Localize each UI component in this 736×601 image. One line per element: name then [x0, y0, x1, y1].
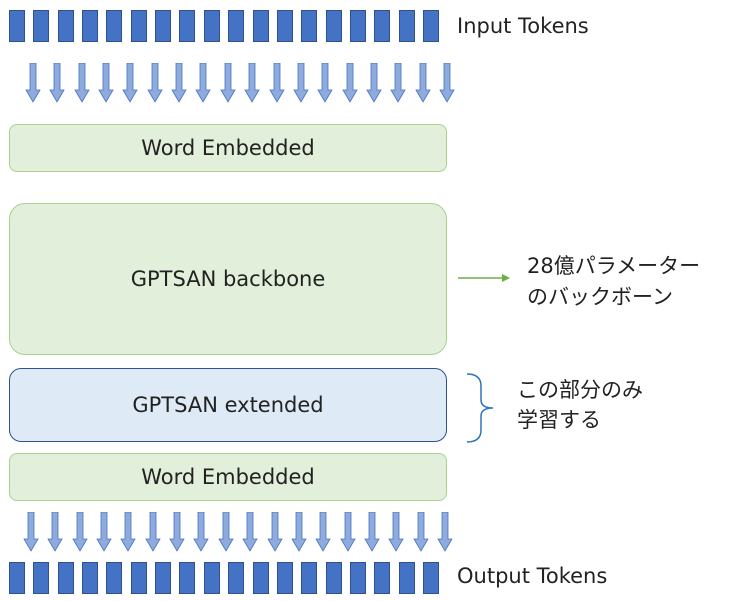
output-token-row: [9, 562, 439, 594]
input-token: [374, 10, 391, 42]
word-embedded-top-box: Word Embedded: [9, 124, 447, 172]
gptsan-backbone-label: GPTSAN backbone: [130, 267, 326, 291]
extended-note-line2: 学習する: [517, 408, 601, 432]
output-down-arrow-icon: [120, 512, 137, 552]
output-down-arrow-icon: [169, 512, 185, 552]
output-token: [252, 562, 269, 594]
output-token: [33, 562, 50, 594]
input-token: [33, 10, 50, 42]
input-token: [57, 10, 74, 42]
gptsan-extended-box: GPTSAN extended: [9, 368, 447, 442]
input-down-arrow-icon: [122, 63, 139, 103]
input-down-arrow-icon: [439, 63, 455, 103]
input-down-arrow-icon: [220, 63, 236, 103]
output-token: [155, 562, 172, 594]
input-token: [179, 10, 196, 42]
input-down-arrow-icon: [171, 63, 187, 103]
input-token: [252, 10, 269, 42]
input-token: [82, 10, 99, 42]
output-down-arrow-icon: [72, 512, 88, 552]
input-down-arrow-icon: [49, 63, 66, 103]
input-down-arrow-icon: [293, 63, 309, 103]
input-down-arrow-icon: [390, 63, 406, 103]
word-embedded-bottom-label: Word Embedded: [141, 465, 315, 489]
output-token: [398, 562, 415, 594]
input-down-arrow-icon: [98, 63, 114, 103]
output-down-arrow-icon: [23, 512, 39, 552]
output-down-arrow-icon: [315, 512, 331, 552]
output-token: [228, 562, 245, 594]
output-tokens-label: Output Tokens: [457, 564, 608, 588]
word-embedded-top-label: Word Embedded: [141, 136, 315, 160]
input-token: [203, 10, 220, 42]
input-token: [130, 10, 147, 42]
output-down-arrow-icon: [291, 512, 307, 552]
input-down-arrow-icon: [195, 63, 212, 103]
input-token: [228, 10, 245, 42]
input-tokens-label: Input Tokens: [457, 14, 589, 38]
input-token: [349, 10, 366, 42]
output-token: [349, 562, 366, 594]
input-token: [106, 10, 123, 42]
input-down-arrow-icon: [317, 63, 333, 103]
input-down-arrow-icon: [414, 63, 431, 103]
backbone-note-line1: 28億パラメーター: [527, 254, 701, 278]
output-down-arrow-icon: [412, 512, 429, 552]
word-embedded-bottom-box: Word Embedded: [9, 453, 447, 501]
output-down-arrow-icon: [47, 512, 64, 552]
output-token: [374, 562, 391, 594]
output-arrow-row: [9, 512, 453, 552]
gptsan-backbone-box: GPTSAN backbone: [9, 203, 447, 355]
output-token: [423, 562, 439, 594]
input-token: [423, 10, 439, 42]
input-arrow-row: [9, 63, 455, 103]
gptsan-extended-label: GPTSAN extended: [132, 393, 324, 417]
backbone-note-line2: のバックボーン: [527, 285, 673, 309]
output-down-arrow-icon: [242, 512, 258, 552]
input-token: [9, 10, 25, 42]
input-down-arrow-icon: [244, 63, 260, 103]
output-token: [325, 562, 342, 594]
input-token: [325, 10, 342, 42]
input-token: [155, 10, 172, 42]
output-token: [9, 562, 25, 594]
output-down-arrow-icon: [364, 512, 380, 552]
backbone-pointer-arrow: [458, 274, 510, 282]
output-down-arrow-icon: [145, 512, 161, 552]
output-token: [276, 562, 293, 594]
input-token: [301, 10, 318, 42]
output-down-arrow-icon: [96, 512, 112, 552]
input-down-arrow-icon: [147, 63, 163, 103]
input-down-arrow-icon: [74, 63, 90, 103]
extended-brace-icon: [466, 373, 494, 443]
output-token: [301, 562, 318, 594]
output-token: [57, 562, 74, 594]
input-token: [398, 10, 415, 42]
input-token: [276, 10, 293, 42]
output-down-arrow-icon: [388, 512, 404, 552]
output-token: [106, 562, 123, 594]
output-token: [179, 562, 196, 594]
output-token: [130, 562, 147, 594]
input-down-arrow-icon: [366, 63, 382, 103]
output-down-arrow-icon: [266, 512, 283, 552]
output-token: [82, 562, 99, 594]
output-down-arrow-icon: [193, 512, 210, 552]
input-down-arrow-icon: [268, 63, 285, 103]
input-down-arrow-icon: [341, 63, 358, 103]
output-down-arrow-icon: [437, 512, 453, 552]
input-down-arrow-icon: [25, 63, 41, 103]
output-down-arrow-icon: [218, 512, 234, 552]
extended-note-line1: この部分のみ: [517, 378, 643, 402]
input-token-row: [9, 10, 439, 42]
output-token: [203, 562, 220, 594]
output-down-arrow-icon: [339, 512, 356, 552]
